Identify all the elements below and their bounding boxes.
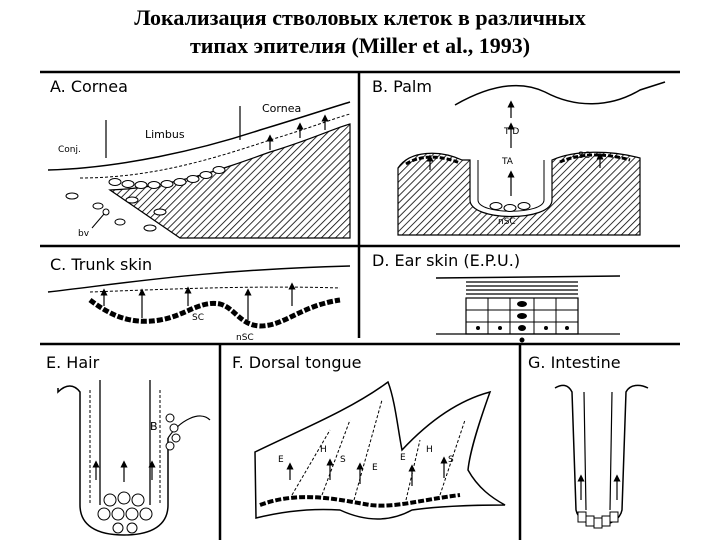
panel-trunk-skin: C. Trunk skin SC nSC <box>47 255 351 343</box>
tongue-label-e3: E <box>400 453 406 463</box>
panel-ear-skin: D. Ear skin (E.P.U.) <box>372 251 621 343</box>
tongue-label-e1: E <box>278 455 284 465</box>
conj-label: Conj. <box>58 145 81 155</box>
panel-a-label: A. Cornea <box>50 77 128 96</box>
tongue-label-h2: H <box>426 445 433 455</box>
panel-b-label: B. Palm <box>372 77 432 96</box>
nsc-label-c: nSC <box>236 333 254 343</box>
cornea-arrows <box>266 114 329 150</box>
bv-label: bv <box>78 229 90 239</box>
title-line-1: Локализация стволовых клеток в различных <box>134 5 586 30</box>
panel-palm: B. Palm T D TA SC nSC <box>372 77 666 236</box>
title-line-2: типах эпителия (Miller et al., 1993) <box>189 33 531 58</box>
sc-label-b: SC <box>578 151 590 161</box>
tongue-label-h1: H <box>320 445 327 455</box>
nsc-label-b: nSC <box>498 217 516 227</box>
panel-cornea: A. Cornea Conj. Limbus Cornea bv <box>47 77 351 239</box>
limbal-cells <box>108 166 226 189</box>
stroma-cells <box>65 192 167 232</box>
panel-dorsal-tongue: F. Dorsal tongue E H S E E H S <box>232 353 506 520</box>
tongue-label-s2: S <box>448 455 454 465</box>
panel-hair: E. Hair B <box>46 353 211 536</box>
panel-c-label: C. Trunk skin <box>50 255 152 274</box>
panel-d-label: D. Ear skin (E.P.U.) <box>372 251 520 270</box>
panel-g-label: G. Intestine <box>528 353 621 372</box>
panel-e-label: E. Hair <box>46 353 100 372</box>
ta-label: TA <box>501 157 514 167</box>
cornea-region-label: Cornea <box>262 102 301 115</box>
panel-f-label: F. Dorsal tongue <box>232 353 362 372</box>
panel-intestine: G. Intestine <box>528 353 649 529</box>
tongue-label-e2: E <box>372 463 378 473</box>
tongue-label-s1: S <box>340 455 346 465</box>
bulge-label: B <box>150 420 158 433</box>
panel-grid <box>40 70 680 540</box>
sc-label-c: SC <box>192 313 204 323</box>
limbus-label: Limbus <box>145 128 185 141</box>
td-label: T D <box>503 127 519 137</box>
slide-title: Локализация стволовых клеток в различных… <box>0 4 720 60</box>
